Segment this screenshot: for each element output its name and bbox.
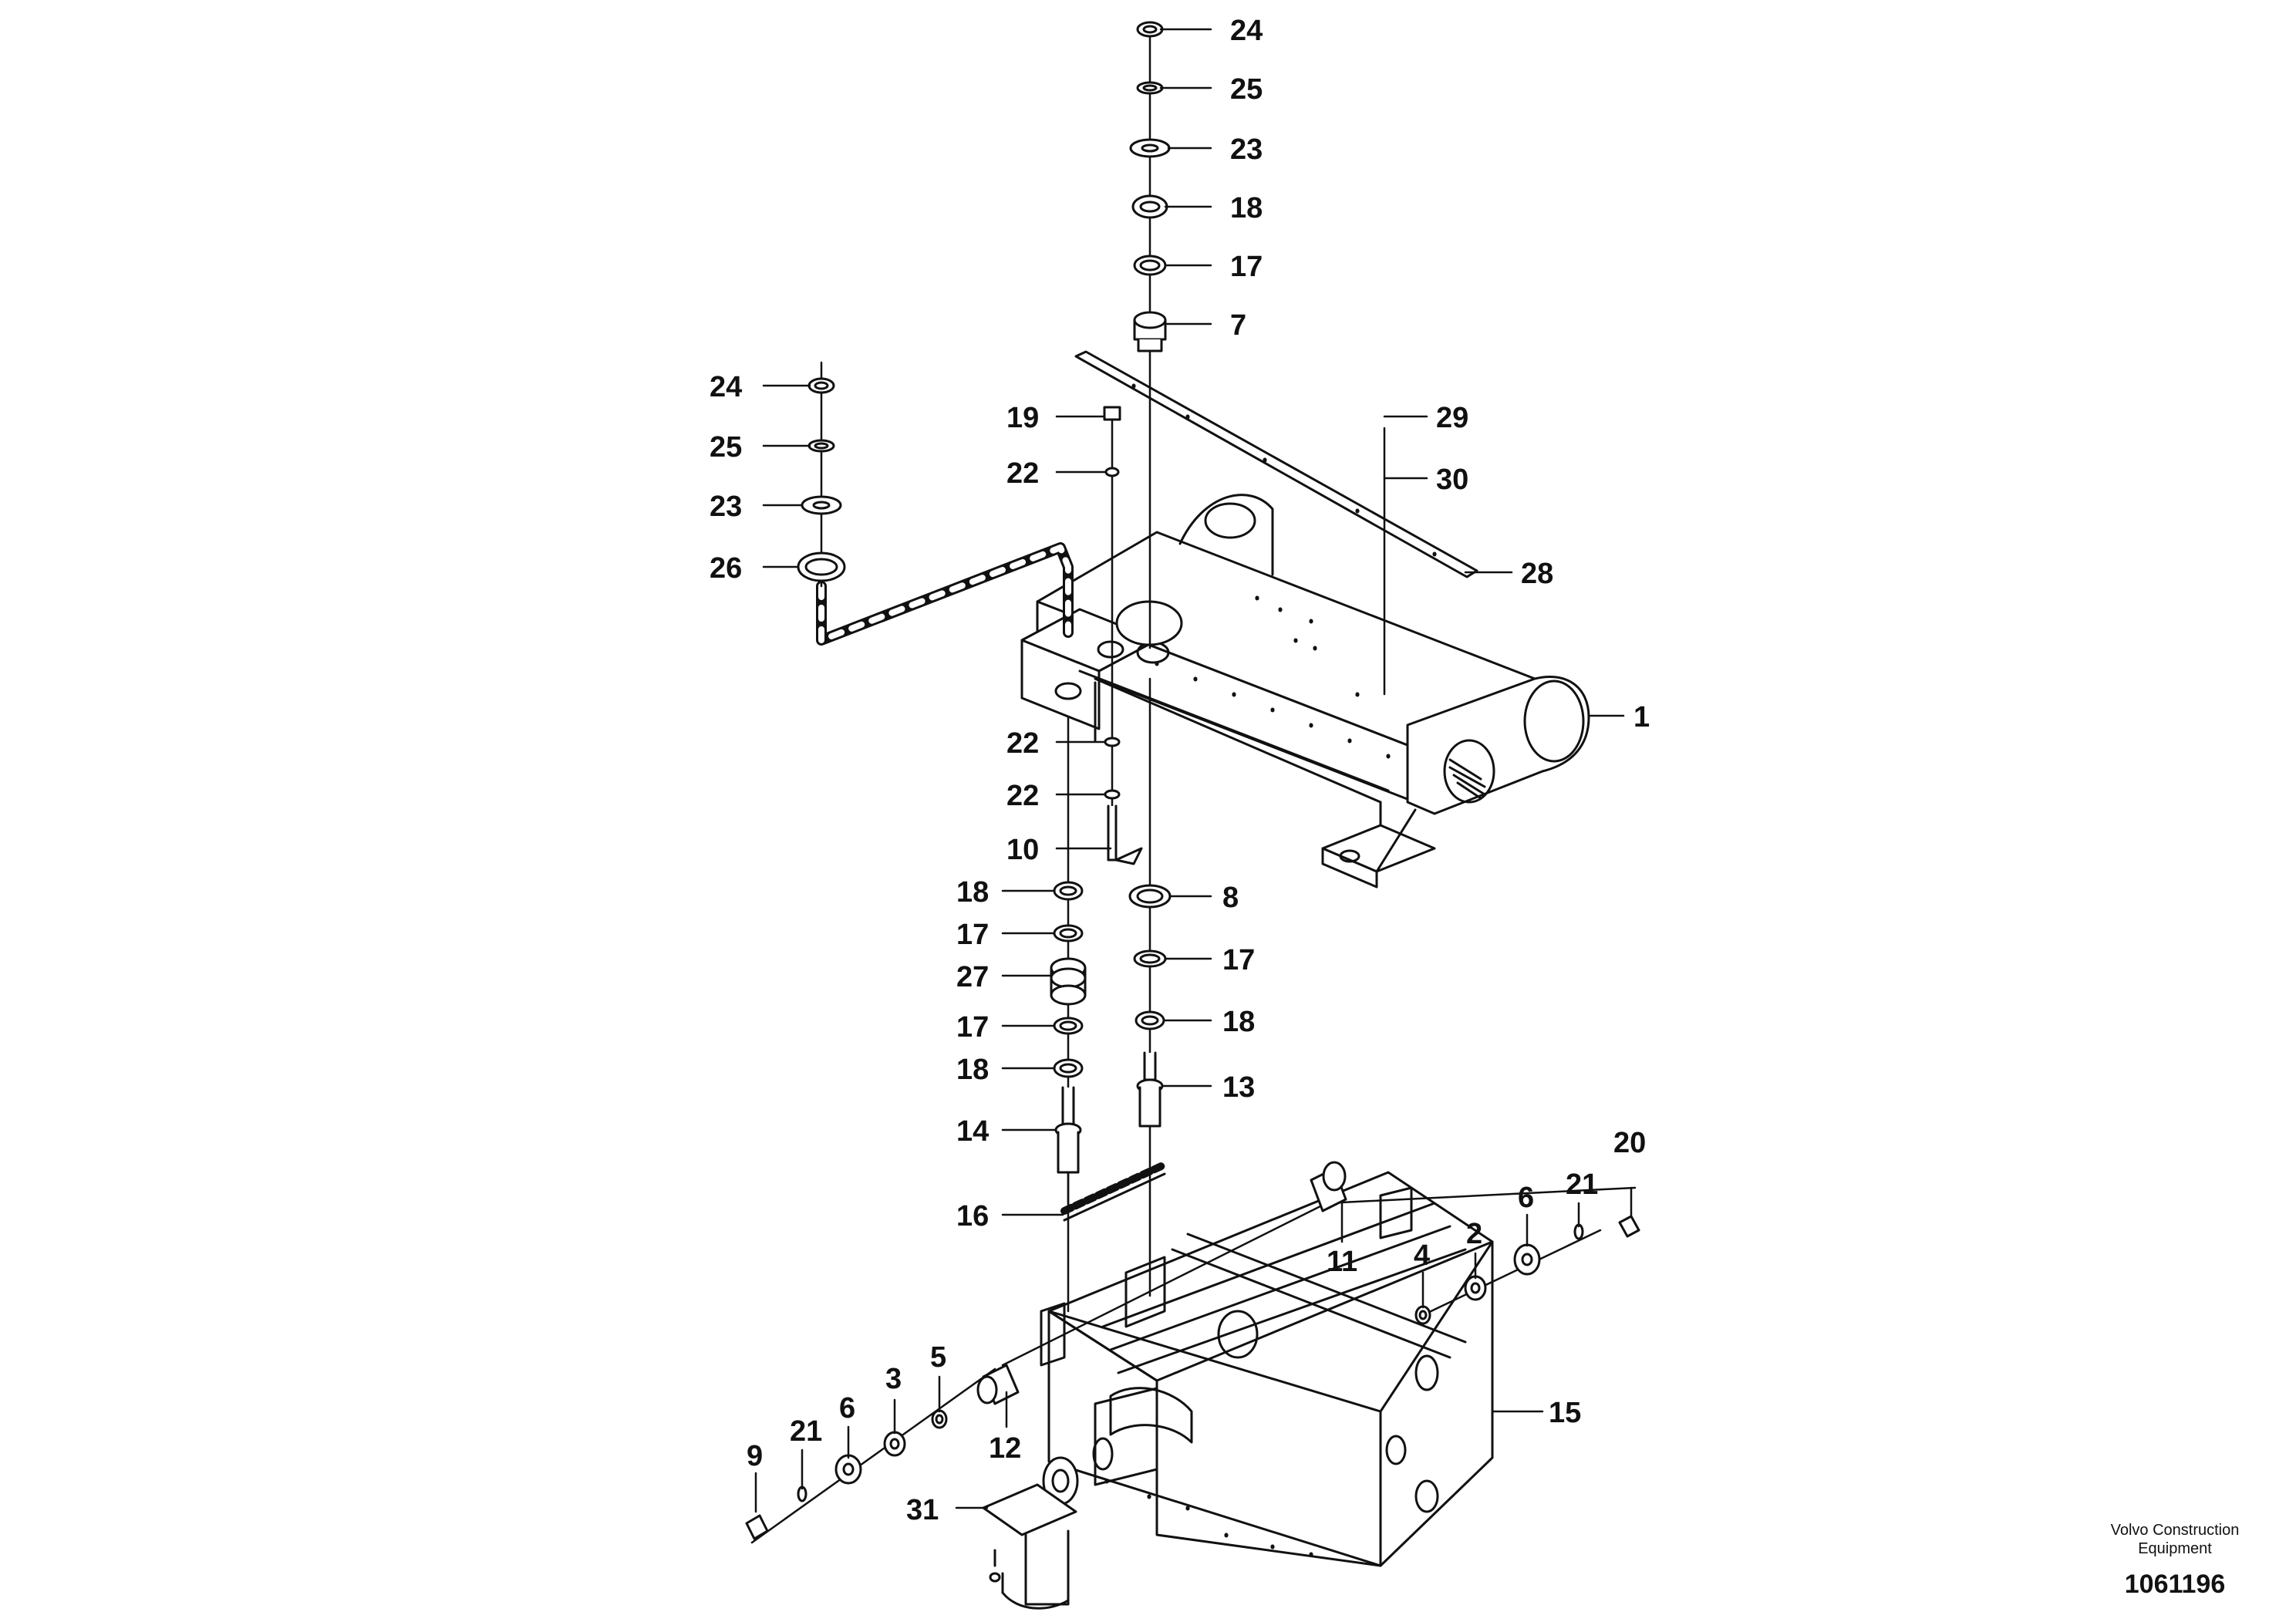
callout-25-left: 25: [710, 431, 742, 464]
footer-block: Volvo Construction Equipment 1061196: [2111, 1522, 2240, 1599]
callout-22-upper: 22: [1006, 457, 1039, 490]
callout-19: 19: [1006, 402, 1039, 434]
callout-10: 10: [1006, 834, 1039, 866]
callout-18-right: 18: [1222, 1006, 1255, 1038]
callout-24-left: 24: [710, 371, 742, 403]
callout-16: 16: [956, 1200, 989, 1233]
callout-21-right: 21: [1566, 1168, 1598, 1201]
callout-3: 3: [885, 1363, 902, 1395]
callout-8: 8: [1222, 882, 1239, 914]
part-31-assembly-drawing: [982, 1456, 1079, 1610]
callout-1: 1: [1633, 701, 1650, 733]
parts-19-22: [1103, 406, 1143, 865]
callout-7: 7: [1230, 309, 1246, 342]
callout-12: 12: [989, 1432, 1021, 1465]
callout-18-top: 18: [1230, 192, 1263, 224]
upper-frame-drawing: [1020, 494, 1590, 889]
leader-lines: [754, 28, 1633, 1513]
callout-18-left-b: 18: [956, 1054, 989, 1086]
brand-line-1: Volvo Construction: [2111, 1522, 2240, 1539]
callout-11: 11: [1327, 1246, 1357, 1278]
chain-part-16: [1060, 1161, 1168, 1222]
parts-14-27-stack: [1050, 881, 1087, 1174]
callout-17-left-a: 17: [956, 919, 989, 951]
callout-26: 26: [710, 552, 742, 585]
hose-part-26: [816, 542, 1074, 646]
callout-24-top: 24: [1230, 15, 1263, 47]
callout-27: 27: [956, 961, 989, 993]
parts-8-13-stack: [1128, 884, 1172, 1128]
callout-14: 14: [956, 1115, 989, 1148]
callout-15: 15: [1549, 1397, 1581, 1429]
brand-line-2: Equipment: [2138, 1540, 2212, 1557]
callout-4: 4: [1414, 1239, 1430, 1272]
callout-17-right: 17: [1222, 944, 1255, 976]
callout-31: 31: [906, 1494, 939, 1526]
callout-22-mid: 22: [1006, 727, 1039, 760]
callout-9: 9: [747, 1440, 763, 1472]
callout-5: 5: [930, 1341, 946, 1374]
left-pin-parts: [745, 1364, 1020, 1540]
callout-17-top: 17: [1230, 251, 1263, 283]
assembly-axis-lines: [750, 22, 1637, 1544]
right-pin-parts: [1310, 1161, 1640, 1325]
washer-stack-left: [797, 377, 846, 582]
lower-frame-drawing: [1040, 1171, 1494, 1567]
cover-plate-drawing: [1074, 350, 1478, 578]
callout-23-left: 23: [710, 491, 742, 523]
callout-20: 20: [1613, 1127, 1646, 1159]
callout-21-left: 21: [790, 1415, 822, 1448]
callout-17-left-b: 17: [956, 1011, 989, 1044]
callout-25-top: 25: [1230, 73, 1263, 106]
callout-2: 2: [1466, 1218, 1482, 1250]
callout-6-left: 6: [839, 1392, 855, 1425]
callout-28: 28: [1521, 558, 1553, 590]
callout-30: 30: [1436, 464, 1468, 496]
callout-6-right: 6: [1518, 1182, 1534, 1214]
callout-23-top: 23: [1230, 133, 1263, 166]
callout-22-lower: 22: [1006, 780, 1039, 812]
washer-stack-top: [1129, 21, 1171, 352]
callout-29: 29: [1436, 402, 1468, 434]
document-number: 1061196: [2125, 1570, 2226, 1599]
callout-labels: 24 25 23 18 17 7 24 25 23 26 19 22 29 30…: [710, 15, 1650, 1526]
callout-13: 13: [1222, 1071, 1255, 1104]
callout-18-left-a: 18: [956, 876, 989, 909]
